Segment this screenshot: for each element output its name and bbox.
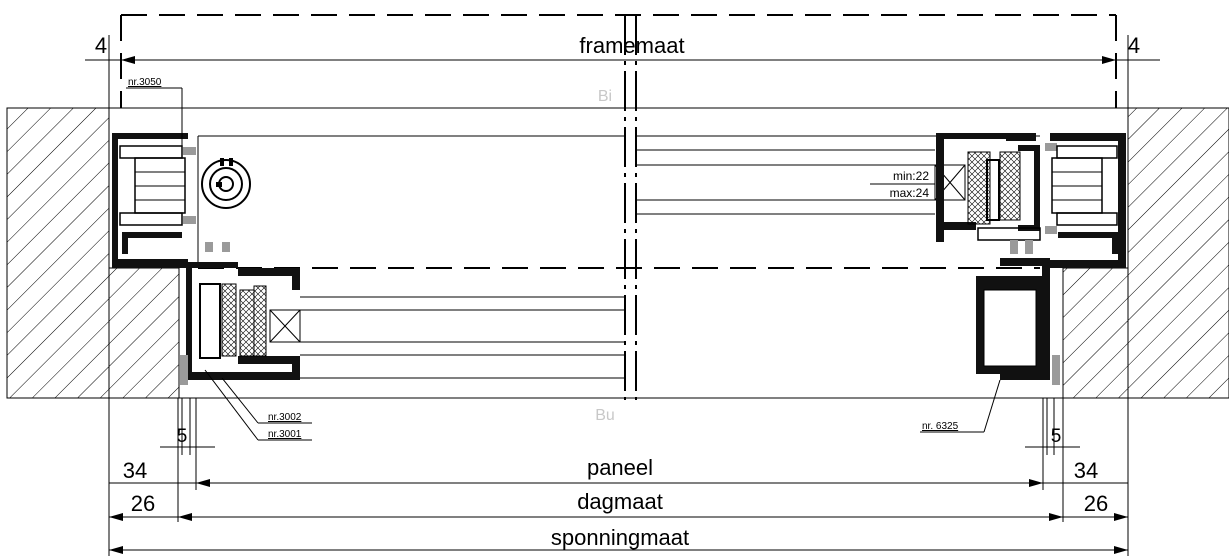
left-sash-profile [180,262,300,385]
ref-6325-leader [920,379,1001,433]
framemaat-label: framemaat [579,33,684,58]
paneel-right-label: 34 [1074,458,1098,483]
wall-right [1127,107,1229,399]
inner-glazing [197,135,1040,268]
gap-right-label: 4 [1128,33,1140,58]
right-sash-profile [936,133,1057,254]
ref-3001-label: nr.3001 [268,429,302,440]
right-lower-profile [976,258,1060,385]
paneel-label: paneel [587,455,653,480]
gap-left-label: 4 [95,33,107,58]
frame-outline-dashed [120,14,1117,269]
wall-reveal-lines [108,107,1129,399]
ref-3002-label: nr.3002 [268,412,302,423]
max-thickness-label: max:24 [890,186,930,200]
offset-dimensions [160,398,1080,455]
wall-left [6,107,110,399]
handle-cylinder-icon [201,158,251,209]
outer-glazing [245,296,625,379]
paneel-left-label: 34 [123,458,147,483]
sponningmaat-label: sponningmaat [551,525,689,550]
min-thickness-label: min:22 [893,169,929,183]
left-frame-profile [112,133,230,268]
dagmaat-left-label: 26 [131,491,155,516]
inside-label: Bi [598,88,612,105]
right-frame-profile [1050,133,1126,268]
ref-3002-3001-leaders [204,369,312,441]
bottom-dimension-lines [108,398,1129,556]
framemaat-dimension [85,35,1160,108]
dagmaat-right-label: 26 [1084,491,1108,516]
offset-right-label: 5 [1051,426,1062,447]
offset-left-label: 5 [177,426,188,447]
ref-3050-label: nr.3050 [128,77,162,88]
outside-label: Bu [595,407,615,424]
ref-3050-leader [126,87,183,146]
center-break-lines [624,15,637,400]
dagmaat-label: dagmaat [577,489,663,514]
ref-6325-label: nr. 6325 [922,421,959,432]
